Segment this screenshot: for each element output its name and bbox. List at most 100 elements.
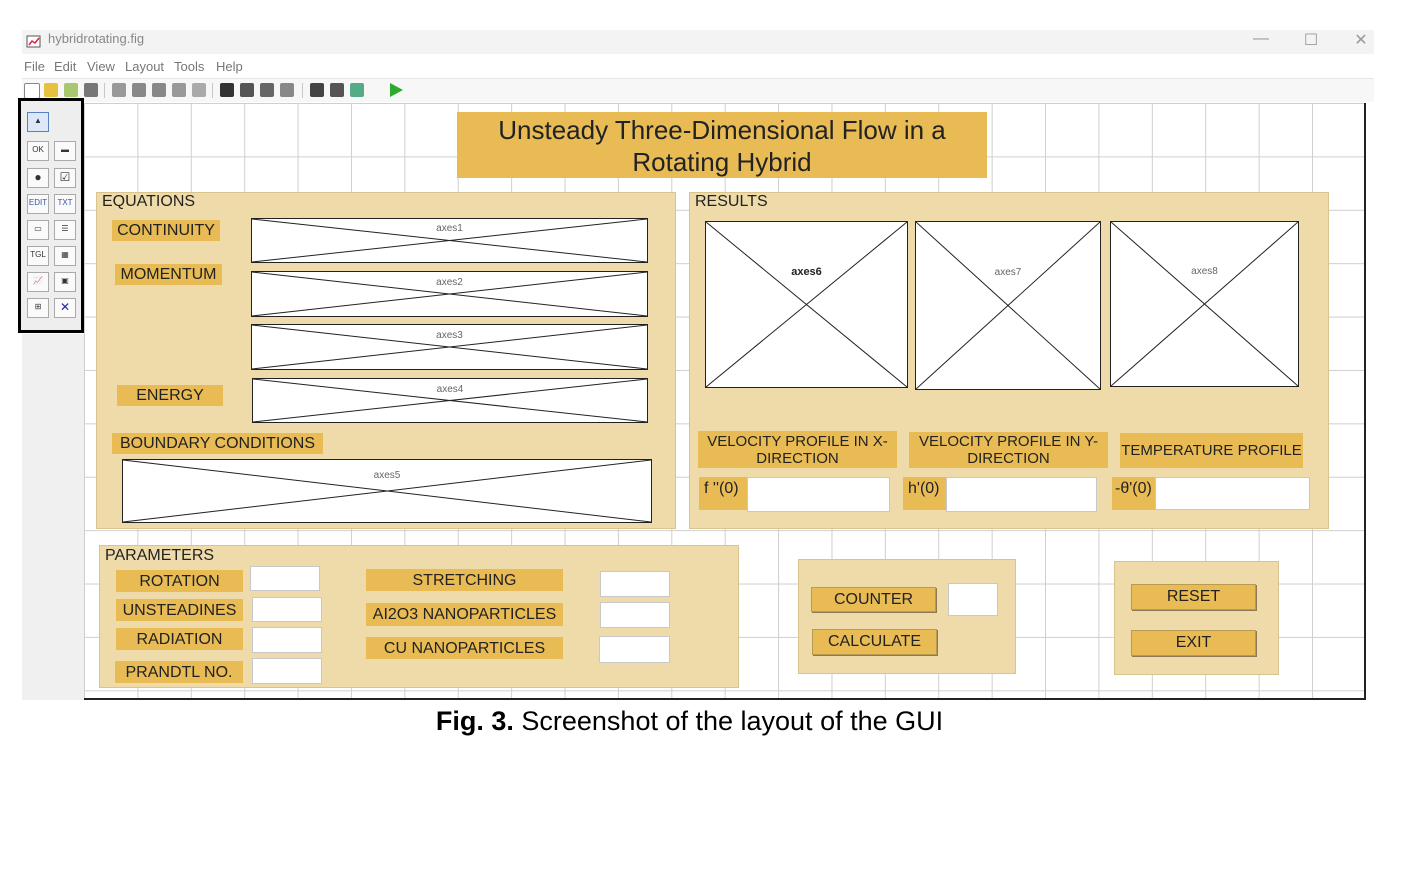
push-button-icon[interactable]: OK <box>27 141 49 161</box>
figure-file-icon <box>26 35 41 48</box>
listbox-icon[interactable]: ☰ <box>54 220 76 240</box>
axes6-placeholder[interactable]: axes6 <box>705 221 908 388</box>
copy-icon[interactable] <box>132 83 146 97</box>
axes8-placeholder[interactable]: axes8 <box>1110 221 1299 387</box>
toggle-button-icon[interactable]: TGL <box>27 246 49 266</box>
save-icon[interactable] <box>84 83 98 97</box>
energy-label: ENERGY <box>117 385 223 406</box>
theta-prime-output[interactable] <box>1155 477 1310 510</box>
undo-icon[interactable] <box>172 83 186 97</box>
al2o3-label: AI2O3 NANOPARTICLES <box>366 603 563 626</box>
pointer-icon[interactable]: ▲ <box>27 112 49 132</box>
static-text-icon[interactable]: TXT <box>54 194 76 214</box>
slider-icon[interactable]: ▬ <box>54 141 76 161</box>
menu-view[interactable]: View <box>87 59 115 74</box>
equations-title: EQUATIONS <box>100 193 198 211</box>
property-inspector-icon[interactable] <box>330 83 344 97</box>
edit-icon[interactable] <box>64 83 78 97</box>
menu-help[interactable]: Help <box>216 59 243 74</box>
align-icon[interactable] <box>220 83 234 97</box>
menu-edit[interactable]: Edit <box>54 59 77 74</box>
velocity-x-label: VELOCITY PROFILE IN X-DIRECTION <box>698 431 897 468</box>
stretching-label: STRETCHING <box>366 569 563 591</box>
run-icon[interactable] <box>388 82 404 98</box>
f-double-prime-label: f ''(0) <box>699 477 747 510</box>
menu-editor-icon[interactable] <box>240 83 254 97</box>
axes5-placeholder[interactable]: axes5 <box>122 459 652 523</box>
popup-menu-icon[interactable]: ▭ <box>27 220 49 240</box>
menu-file[interactable]: File <box>24 59 45 74</box>
axes1-label: axes1 <box>436 223 463 234</box>
redo-icon[interactable] <box>192 83 206 97</box>
temperature-profile-label: TEMPERATURE PROFILE <box>1120 433 1303 468</box>
prandtl-label: PRANDTL NO. <box>115 661 243 683</box>
minimize-button[interactable]: — <box>1253 30 1269 47</box>
parameters-title: PARAMETERS <box>103 547 217 565</box>
open-folder-icon[interactable] <box>44 83 58 97</box>
activex-icon[interactable]: ✕ <box>54 298 76 318</box>
table-icon[interactable]: ▦ <box>54 246 76 266</box>
prandtl-input[interactable] <box>252 658 322 684</box>
velocity-y-label: VELOCITY PROFILE IN Y-DIRECTION <box>909 432 1108 468</box>
edit-text-icon[interactable]: EDIT <box>27 194 49 214</box>
menu-layout[interactable]: Layout <box>125 59 165 74</box>
radio-button-icon[interactable]: ● <box>27 168 49 188</box>
axes3-placeholder[interactable]: axes3 <box>251 324 648 370</box>
cut-icon[interactable] <box>112 83 126 97</box>
axes7-label: axes7 <box>994 267 1022 278</box>
h-prime-output[interactable] <box>946 477 1097 512</box>
caption-text: Screenshot of the layout of the GUI <box>513 706 944 736</box>
axes-icon[interactable]: 📈 <box>27 272 49 292</box>
stretching-input[interactable] <box>600 571 670 597</box>
axes2-label: axes2 <box>436 277 463 288</box>
figure-caption: Fig. 3. Screenshot of the layout of the … <box>0 706 1379 737</box>
calculate-button[interactable]: CALCULATE <box>812 629 937 655</box>
rotation-input[interactable] <box>250 566 320 591</box>
axes4-label: axes4 <box>436 384 464 395</box>
axes2-placeholder[interactable]: axes2 <box>251 271 648 317</box>
paste-icon[interactable] <box>152 83 166 97</box>
al2o3-input[interactable] <box>600 602 670 628</box>
axes1-placeholder[interactable]: axes1 <box>251 218 648 263</box>
results-title: RESULTS <box>693 193 770 211</box>
toolbar <box>22 78 1374 102</box>
menu-bar: File Edit View Layout Tools Help <box>22 56 1374 78</box>
reset-button[interactable]: RESET <box>1131 584 1256 610</box>
panel-icon[interactable]: ▣ <box>54 272 76 292</box>
checkbox-icon[interactable]: ☑ <box>54 168 76 188</box>
axes4-placeholder[interactable]: axes4 <box>252 378 648 423</box>
axes8-label: axes8 <box>1191 266 1218 277</box>
f-double-prime-output[interactable] <box>747 477 890 512</box>
unsteadiness-input[interactable] <box>252 597 322 622</box>
boundary-conditions-label: BOUNDARY CONDITIONS <box>112 433 323 454</box>
close-button[interactable]: ✕ <box>1354 32 1368 49</box>
cu-input[interactable] <box>599 636 670 663</box>
control-panel <box>1114 561 1279 675</box>
axes7-placeholder[interactable]: axes7 <box>915 221 1101 390</box>
menu-tools[interactable]: Tools <box>174 59 205 74</box>
editor-icon[interactable] <box>310 83 324 97</box>
axes6-label: axes6 <box>791 266 822 278</box>
counter-display[interactable] <box>948 583 998 616</box>
cu-label: CU NANOPARTICLES <box>366 637 563 659</box>
component-palette: ▲ OK ▬ ● ☑ EDIT TXT ▭ ☰ TGL ▦ 📈 ▣ ⊞ ✕ <box>18 98 84 333</box>
momentum-label: MOMENTUM <box>115 264 222 285</box>
toolbar-editor-icon[interactable] <box>280 83 294 97</box>
window-title: hybridrotating.fig <box>48 31 145 46</box>
object-browser-icon[interactable] <box>350 83 364 97</box>
main-title: Unsteady Three-Dimensional Flow in a Rot… <box>457 112 987 178</box>
button-group-icon[interactable]: ⊞ <box>27 298 49 318</box>
exit-button[interactable]: EXIT <box>1131 630 1256 656</box>
maximize-button[interactable]: ☐ <box>1303 32 1319 49</box>
caption-label: Fig. 3. <box>435 706 514 736</box>
axes3-label: axes3 <box>436 330 463 341</box>
unsteadiness-label: UNSTEADINES <box>116 599 243 621</box>
radiation-input[interactable] <box>252 627 322 653</box>
calculation-panel <box>798 559 1016 674</box>
tab-order-icon[interactable] <box>260 83 274 97</box>
h-prime-label: h'(0) <box>903 477 946 510</box>
new-file-icon[interactable] <box>24 83 40 99</box>
continuity-label: CONTINUITY <box>112 220 220 241</box>
axes5-label: axes5 <box>373 470 401 481</box>
counter-button[interactable]: COUNTER <box>811 587 936 612</box>
